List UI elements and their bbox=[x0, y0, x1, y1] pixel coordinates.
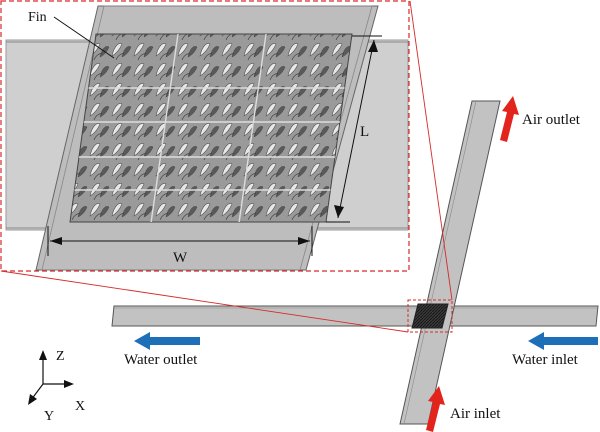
core-highlight-box bbox=[407, 299, 453, 333]
water-channel bbox=[111, 305, 599, 327]
air-channel bbox=[399, 100, 501, 425]
zoom-inset: L W Fin bbox=[5, 5, 409, 271]
air-outlet-arrow bbox=[500, 96, 519, 142]
fin-label: Fin bbox=[28, 10, 47, 25]
width-label: W bbox=[173, 250, 188, 266]
water-inlet-label: Water inlet bbox=[512, 352, 579, 368]
zoom-connector-bottom bbox=[0, 270, 409, 333]
zoom-box bbox=[0, 0, 410, 272]
axis-z-label: Z bbox=[56, 349, 65, 364]
water-outlet-label: Water outlet bbox=[124, 352, 198, 368]
water-inlet-arrow bbox=[528, 332, 598, 350]
axis-y-label: Y bbox=[44, 409, 54, 424]
fin-leader-line bbox=[53, 16, 115, 59]
air-outlet-label: Air outlet bbox=[522, 112, 581, 128]
zoom-connector-top bbox=[409, 0, 453, 301]
dimension-length: L bbox=[326, 35, 382, 223]
air-inlet-label: Air inlet bbox=[450, 406, 501, 422]
fin-array bbox=[69, 33, 353, 223]
coordinate-axes: Z X Y bbox=[28, 349, 85, 424]
water-outlet-arrow bbox=[134, 332, 200, 350]
axis-x-label: X bbox=[75, 399, 85, 414]
dimension-width: W bbox=[47, 226, 313, 266]
air-inlet-arrow bbox=[426, 386, 445, 432]
exchanger-core bbox=[411, 303, 449, 329]
length-label: L bbox=[360, 124, 369, 140]
